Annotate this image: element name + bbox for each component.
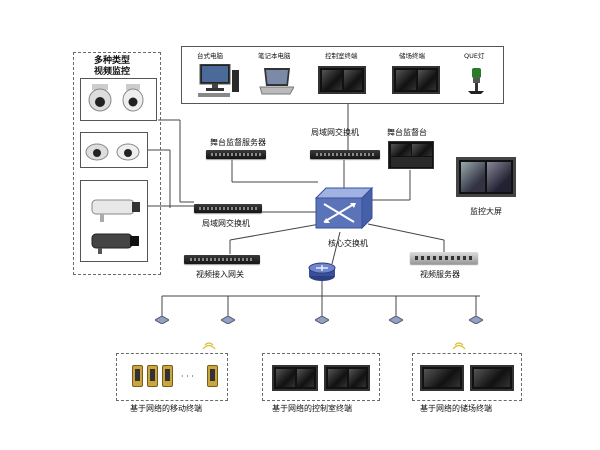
lan-switch-left-label: 局域网交换机 [202, 219, 250, 228]
phone-ellipsis: · · · [181, 372, 194, 381]
access-node-1 [155, 316, 169, 324]
phone-icon-4 [207, 365, 218, 387]
control-room-screen-1 [272, 365, 318, 391]
lan-switch-left [194, 204, 262, 213]
video-server-label: 视频服务器 [420, 270, 460, 279]
big-screen-icon [456, 157, 516, 197]
camera-panel [73, 52, 161, 275]
control-room-monitor-icon [318, 66, 366, 94]
video-server-rack [410, 252, 478, 264]
monitor-console-label: 舞台监督台 [387, 128, 427, 137]
camera-panel-title-line1: 多种类型 [94, 56, 131, 66]
monitor-console-icon [388, 141, 434, 169]
video-gateway-rack [184, 255, 260, 264]
venue-screen-2 [470, 365, 514, 391]
control-room-terminal-label: 基于网络的控制室终端 [272, 404, 352, 413]
big-screen-label: 监控大屏 [470, 207, 502, 216]
desktop-computer-icon [198, 64, 239, 97]
mobile-terminal-box [116, 353, 228, 401]
core-switch-label: 核心交换机 [328, 239, 368, 248]
terminal-label-venue: 储场终端 [399, 52, 425, 60]
core-switch-icon [314, 186, 374, 230]
camera-panel-title-line2: 视频监控 [94, 67, 131, 77]
phone-icon-1 [132, 365, 143, 387]
lan-switch-top [310, 150, 380, 159]
venue-terminal-label: 基于网络的储场终端 [420, 404, 492, 413]
control-room-terminal-box [262, 353, 380, 401]
terminal-label-control-room: 控制室终端 [325, 52, 358, 60]
terminal-label-que-light: QUE灯 [464, 52, 485, 60]
terminal-label-desktop: 台式电脑 [197, 52, 223, 60]
mobile-terminal-label: 基于网络的移动终端 [130, 404, 202, 413]
access-node-3 [315, 316, 329, 324]
access-node-4 [389, 316, 403, 324]
router-icon [308, 262, 336, 281]
dome-camera-icon [88, 84, 144, 112]
venue-monitor-icon [392, 66, 440, 94]
venue-terminal-box [412, 353, 522, 401]
que-light-icon [468, 68, 484, 94]
venue-screen-1 [420, 365, 464, 391]
bullet-camera-icon [91, 199, 140, 254]
laptop-icon [259, 68, 294, 95]
terminal-label-laptop: 笔记本电脑 [258, 52, 291, 60]
video-gateway-label: 视频接入网关 [196, 270, 244, 279]
control-room-screen-2 [324, 365, 370, 391]
mini-dome-camera-icon [85, 143, 140, 161]
phone-icon-3 [162, 365, 173, 387]
monitor-server-rack [206, 150, 266, 159]
access-node-5 [469, 316, 483, 324]
access-node-2 [221, 316, 235, 324]
lan-switch-top-label: 局域网交换机 [311, 128, 359, 137]
phone-icon-2 [147, 365, 158, 387]
monitor-server-label: 舞台监督服务器 [210, 138, 266, 147]
